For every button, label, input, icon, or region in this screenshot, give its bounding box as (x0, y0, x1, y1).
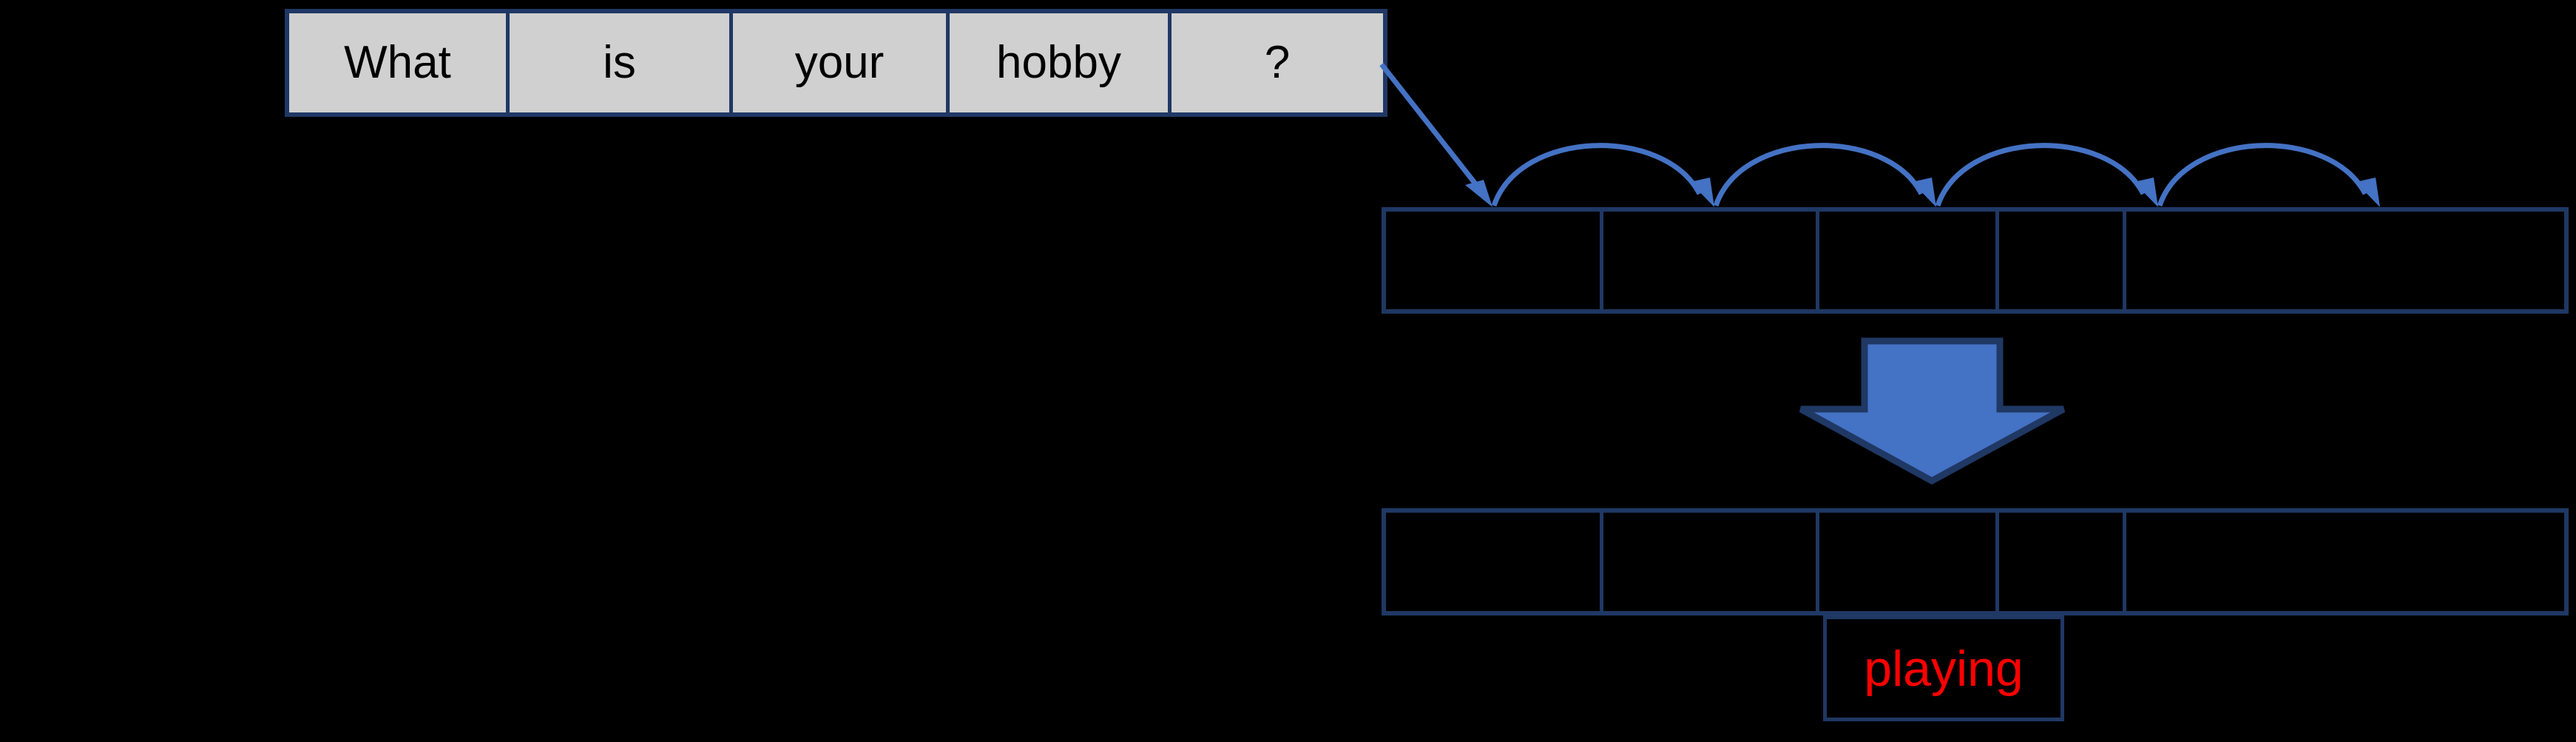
decoder-cell-2 (1603, 513, 1819, 611)
source-token-label-4: hobby (996, 37, 1121, 88)
source-token-cell-2: is (510, 13, 733, 112)
predicted-token-label: playing (1864, 640, 2024, 697)
encoder-cell-5 (2126, 212, 2564, 309)
encoder-token-row (1382, 207, 2569, 314)
decoder-cell-1 (1386, 513, 1603, 611)
recurrent-step-arcs (1491, 143, 2368, 207)
encoder-cell-1 (1386, 212, 1603, 309)
source-token-cell-5: ? (1172, 13, 1383, 112)
source-token-label-2: is (603, 37, 636, 88)
encoder-cell-4 (1999, 212, 2126, 309)
source-token-cell-1: What (289, 13, 510, 112)
predicted-token-box: playing (1823, 615, 2064, 721)
decoder-token-row (1382, 508, 2569, 615)
source-token-label-3: your (794, 37, 885, 88)
decoder-cell-5 (2126, 513, 2564, 611)
encoder-cell-3 (1819, 212, 1999, 309)
source-sentence-table: What is your hobby ? (285, 9, 1387, 117)
source-token-cell-4: hobby (950, 13, 1172, 112)
encoder-to-decoder-arrow (1799, 337, 2066, 485)
source-to-encoder-arrow (1379, 62, 1492, 207)
source-token-label-5: ? (1264, 37, 1291, 88)
recurrent-arc-heads (1690, 178, 2380, 207)
decoder-cell-4 (1999, 513, 2126, 611)
source-token-cell-3: your (733, 13, 950, 112)
source-token-label-1: What (344, 37, 451, 88)
encoder-cell-2 (1603, 212, 1819, 309)
decoder-cell-3 (1819, 513, 1999, 611)
